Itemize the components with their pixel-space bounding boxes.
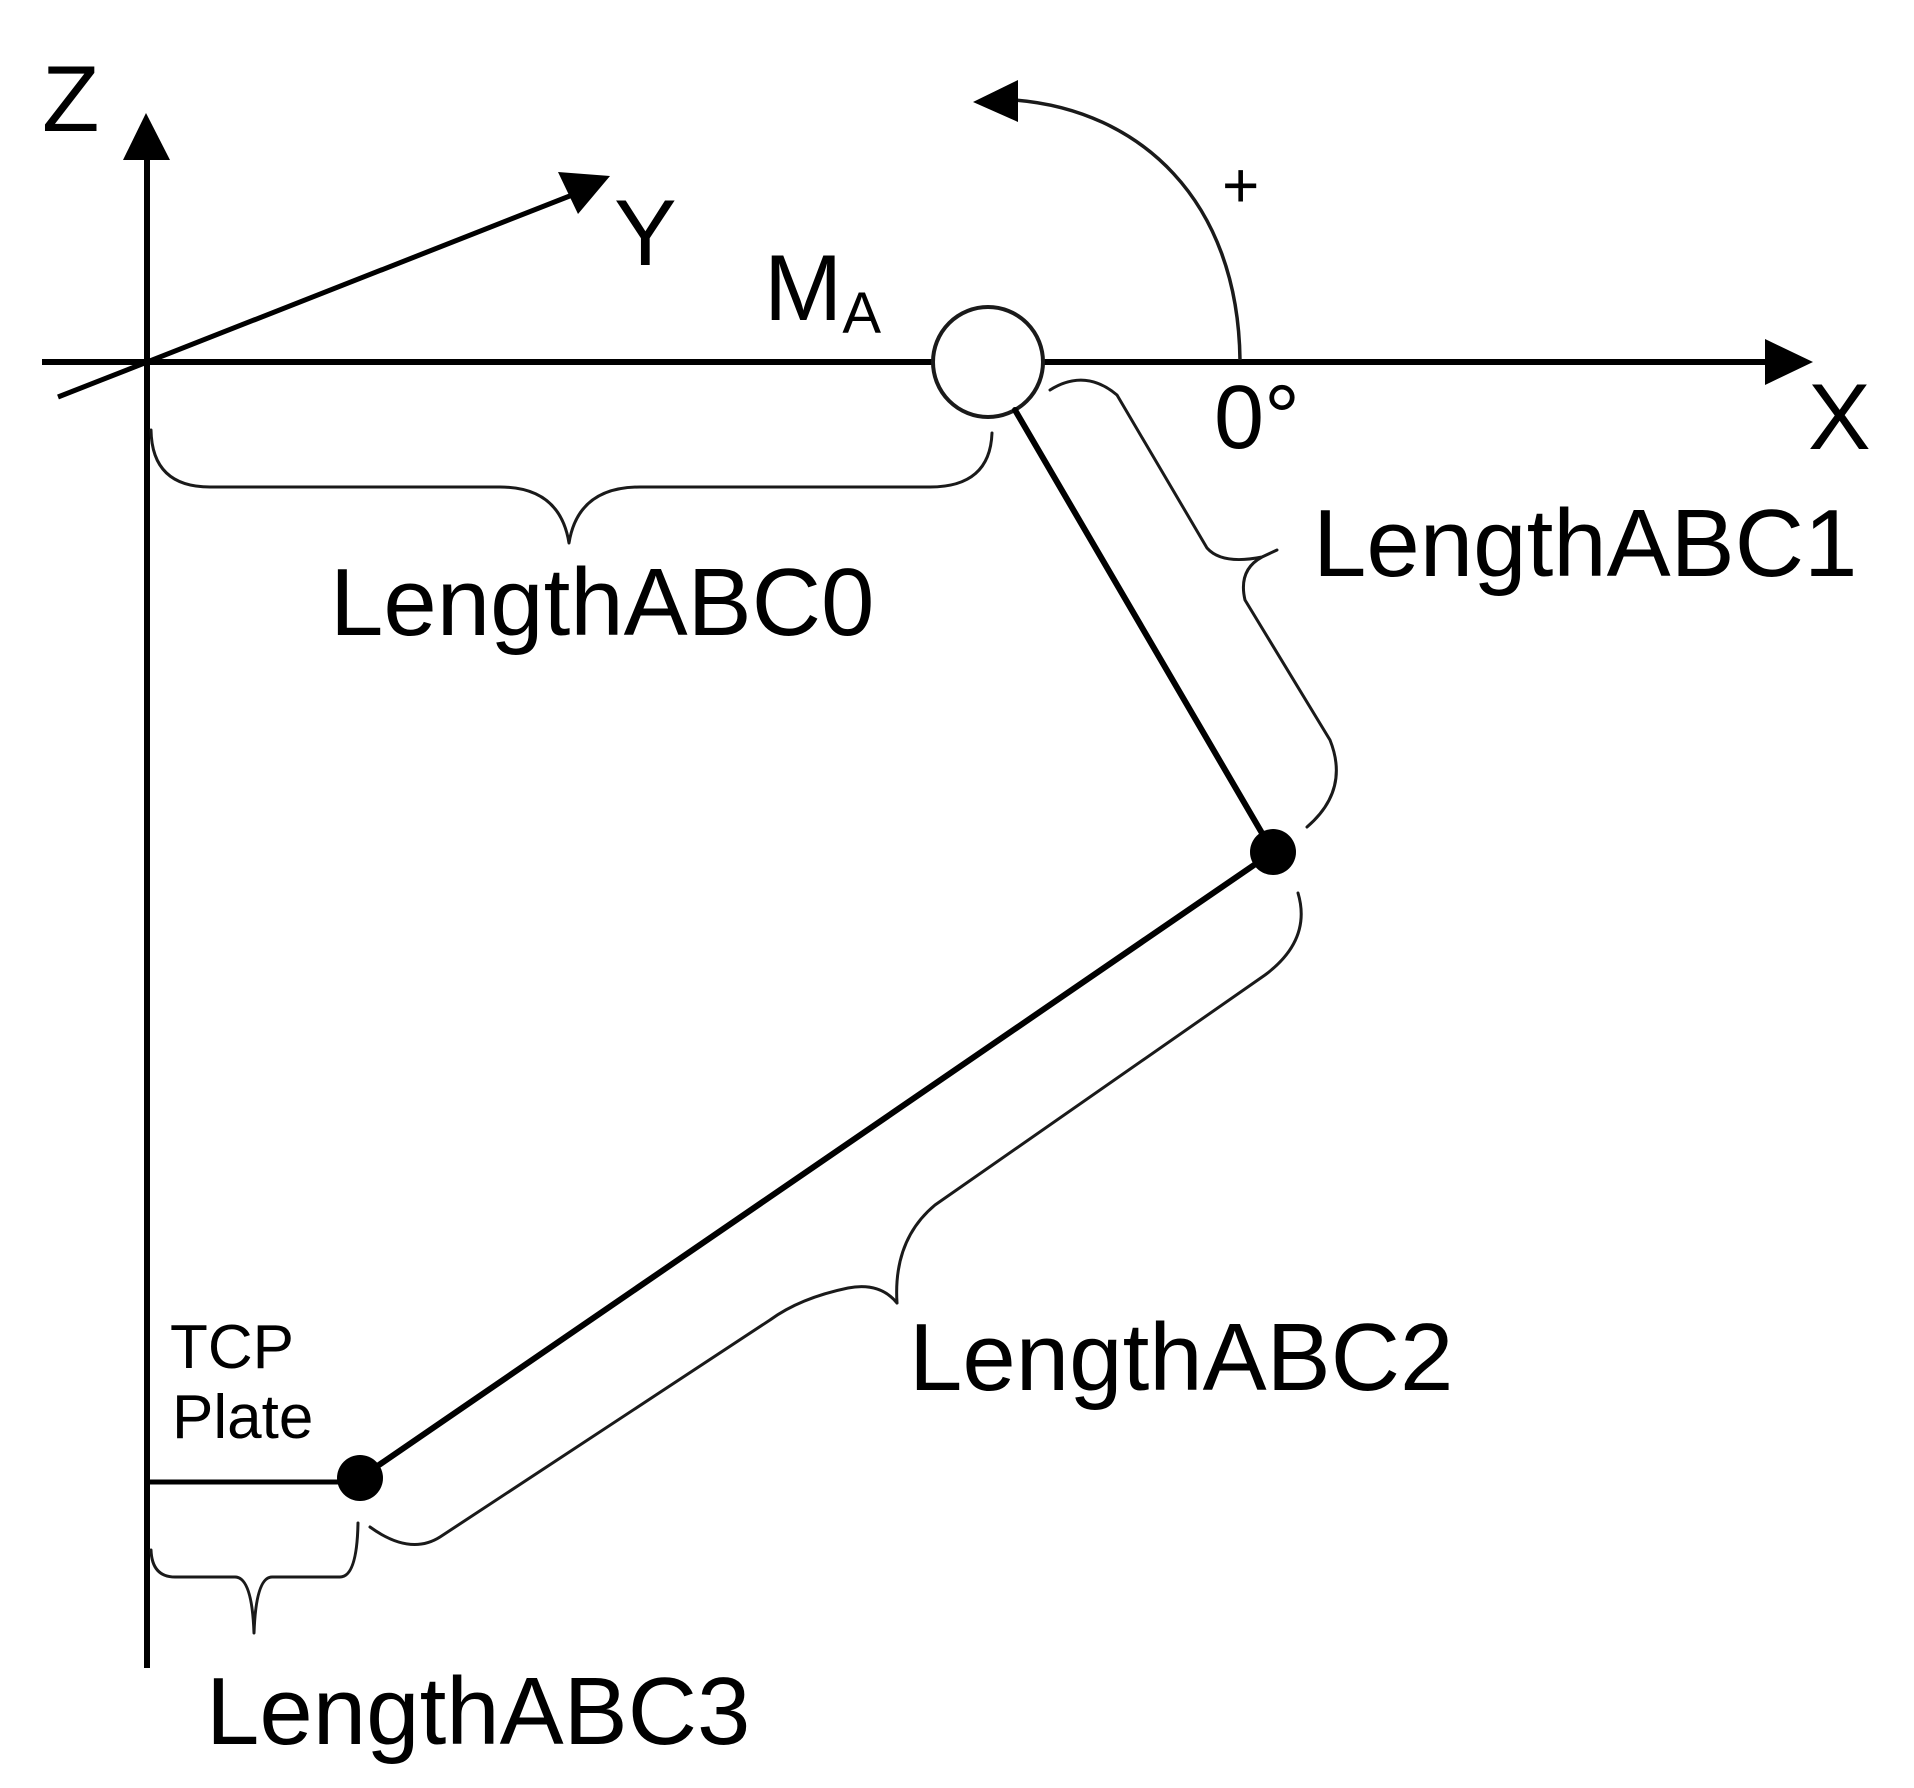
brace-length-abc0 — [149, 428, 994, 545]
tcp-label-line1: TCP — [170, 1313, 294, 1382]
z-axis-arrowhead — [123, 113, 170, 160]
rotation-arc — [973, 80, 1242, 361]
joint-ma-circle — [931, 305, 1045, 419]
x-axis — [42, 339, 1813, 385]
brace-length-abc1 — [1048, 378, 1338, 829]
z-axis-label: Z — [42, 46, 99, 151]
rotation-arrowhead — [973, 80, 1018, 122]
y-axis-label: Y — [614, 180, 677, 285]
joint-ma-main: M — [764, 235, 842, 340]
zero-degree-label: 0° — [1214, 368, 1300, 468]
rotation-plus-label: + — [1222, 149, 1259, 221]
link-1 — [1012, 407, 1276, 855]
label-length-abc2: LengthABC2 — [909, 1304, 1453, 1411]
joint-1-dot — [1250, 829, 1296, 875]
brace-length-abc3 — [149, 1521, 360, 1635]
label-length-abc3: LengthABC3 — [206, 1658, 750, 1765]
label-length-abc1: LengthABC1 — [1313, 490, 1857, 597]
link-2 — [357, 849, 1276, 1481]
y-axis — [57, 172, 610, 400]
brace-length-abc2 — [368, 891, 1303, 1546]
x-axis-label: X — [1808, 364, 1871, 469]
joint-ma-label: MA — [764, 235, 881, 346]
joint-ma-subscript: A — [842, 281, 881, 346]
x-axis-arrowhead — [1765, 339, 1813, 385]
z-axis — [123, 113, 170, 1668]
tcp-label-line2: Plate — [172, 1383, 313, 1452]
y-axis-arrowhead — [558, 172, 610, 214]
joint-2-dot — [337, 1455, 383, 1501]
label-length-abc0: LengthABC0 — [330, 549, 874, 656]
